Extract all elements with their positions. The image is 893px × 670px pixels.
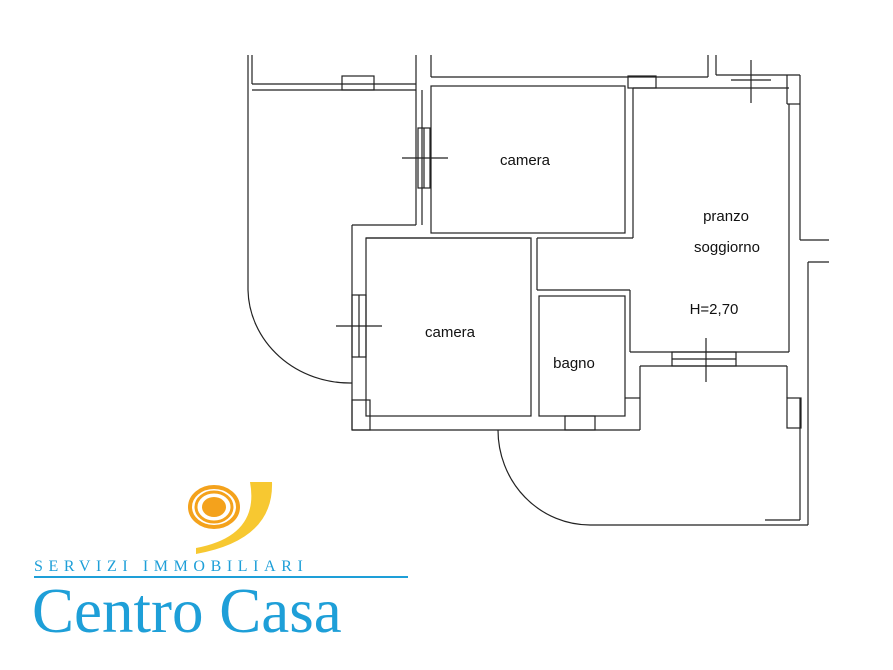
terrace-left <box>247 55 416 384</box>
label-camera-top: camera <box>500 152 551 169</box>
logo-tagline: SERVIZI IMMOBILIARI <box>34 558 309 575</box>
logo-name: Centro Casa <box>32 576 342 646</box>
label-bagno: bagno <box>553 355 595 372</box>
label-soggiorno: soggiorno <box>694 239 760 256</box>
label-ceiling-height: H=2,70 <box>690 301 739 318</box>
room-labels: camera camera bagno pranzo soggiorno H=2… <box>425 152 760 372</box>
room-camera-top <box>352 85 626 234</box>
room-soggiorno <box>536 60 829 398</box>
label-pranzo: pranzo <box>703 208 749 225</box>
room-camera-left <box>336 225 532 431</box>
logo-divider <box>34 576 408 578</box>
terrace-right <box>352 338 809 526</box>
logo-sun-icon <box>188 482 273 554</box>
wall-top <box>415 55 801 240</box>
label-camera-left: camera <box>425 324 476 341</box>
